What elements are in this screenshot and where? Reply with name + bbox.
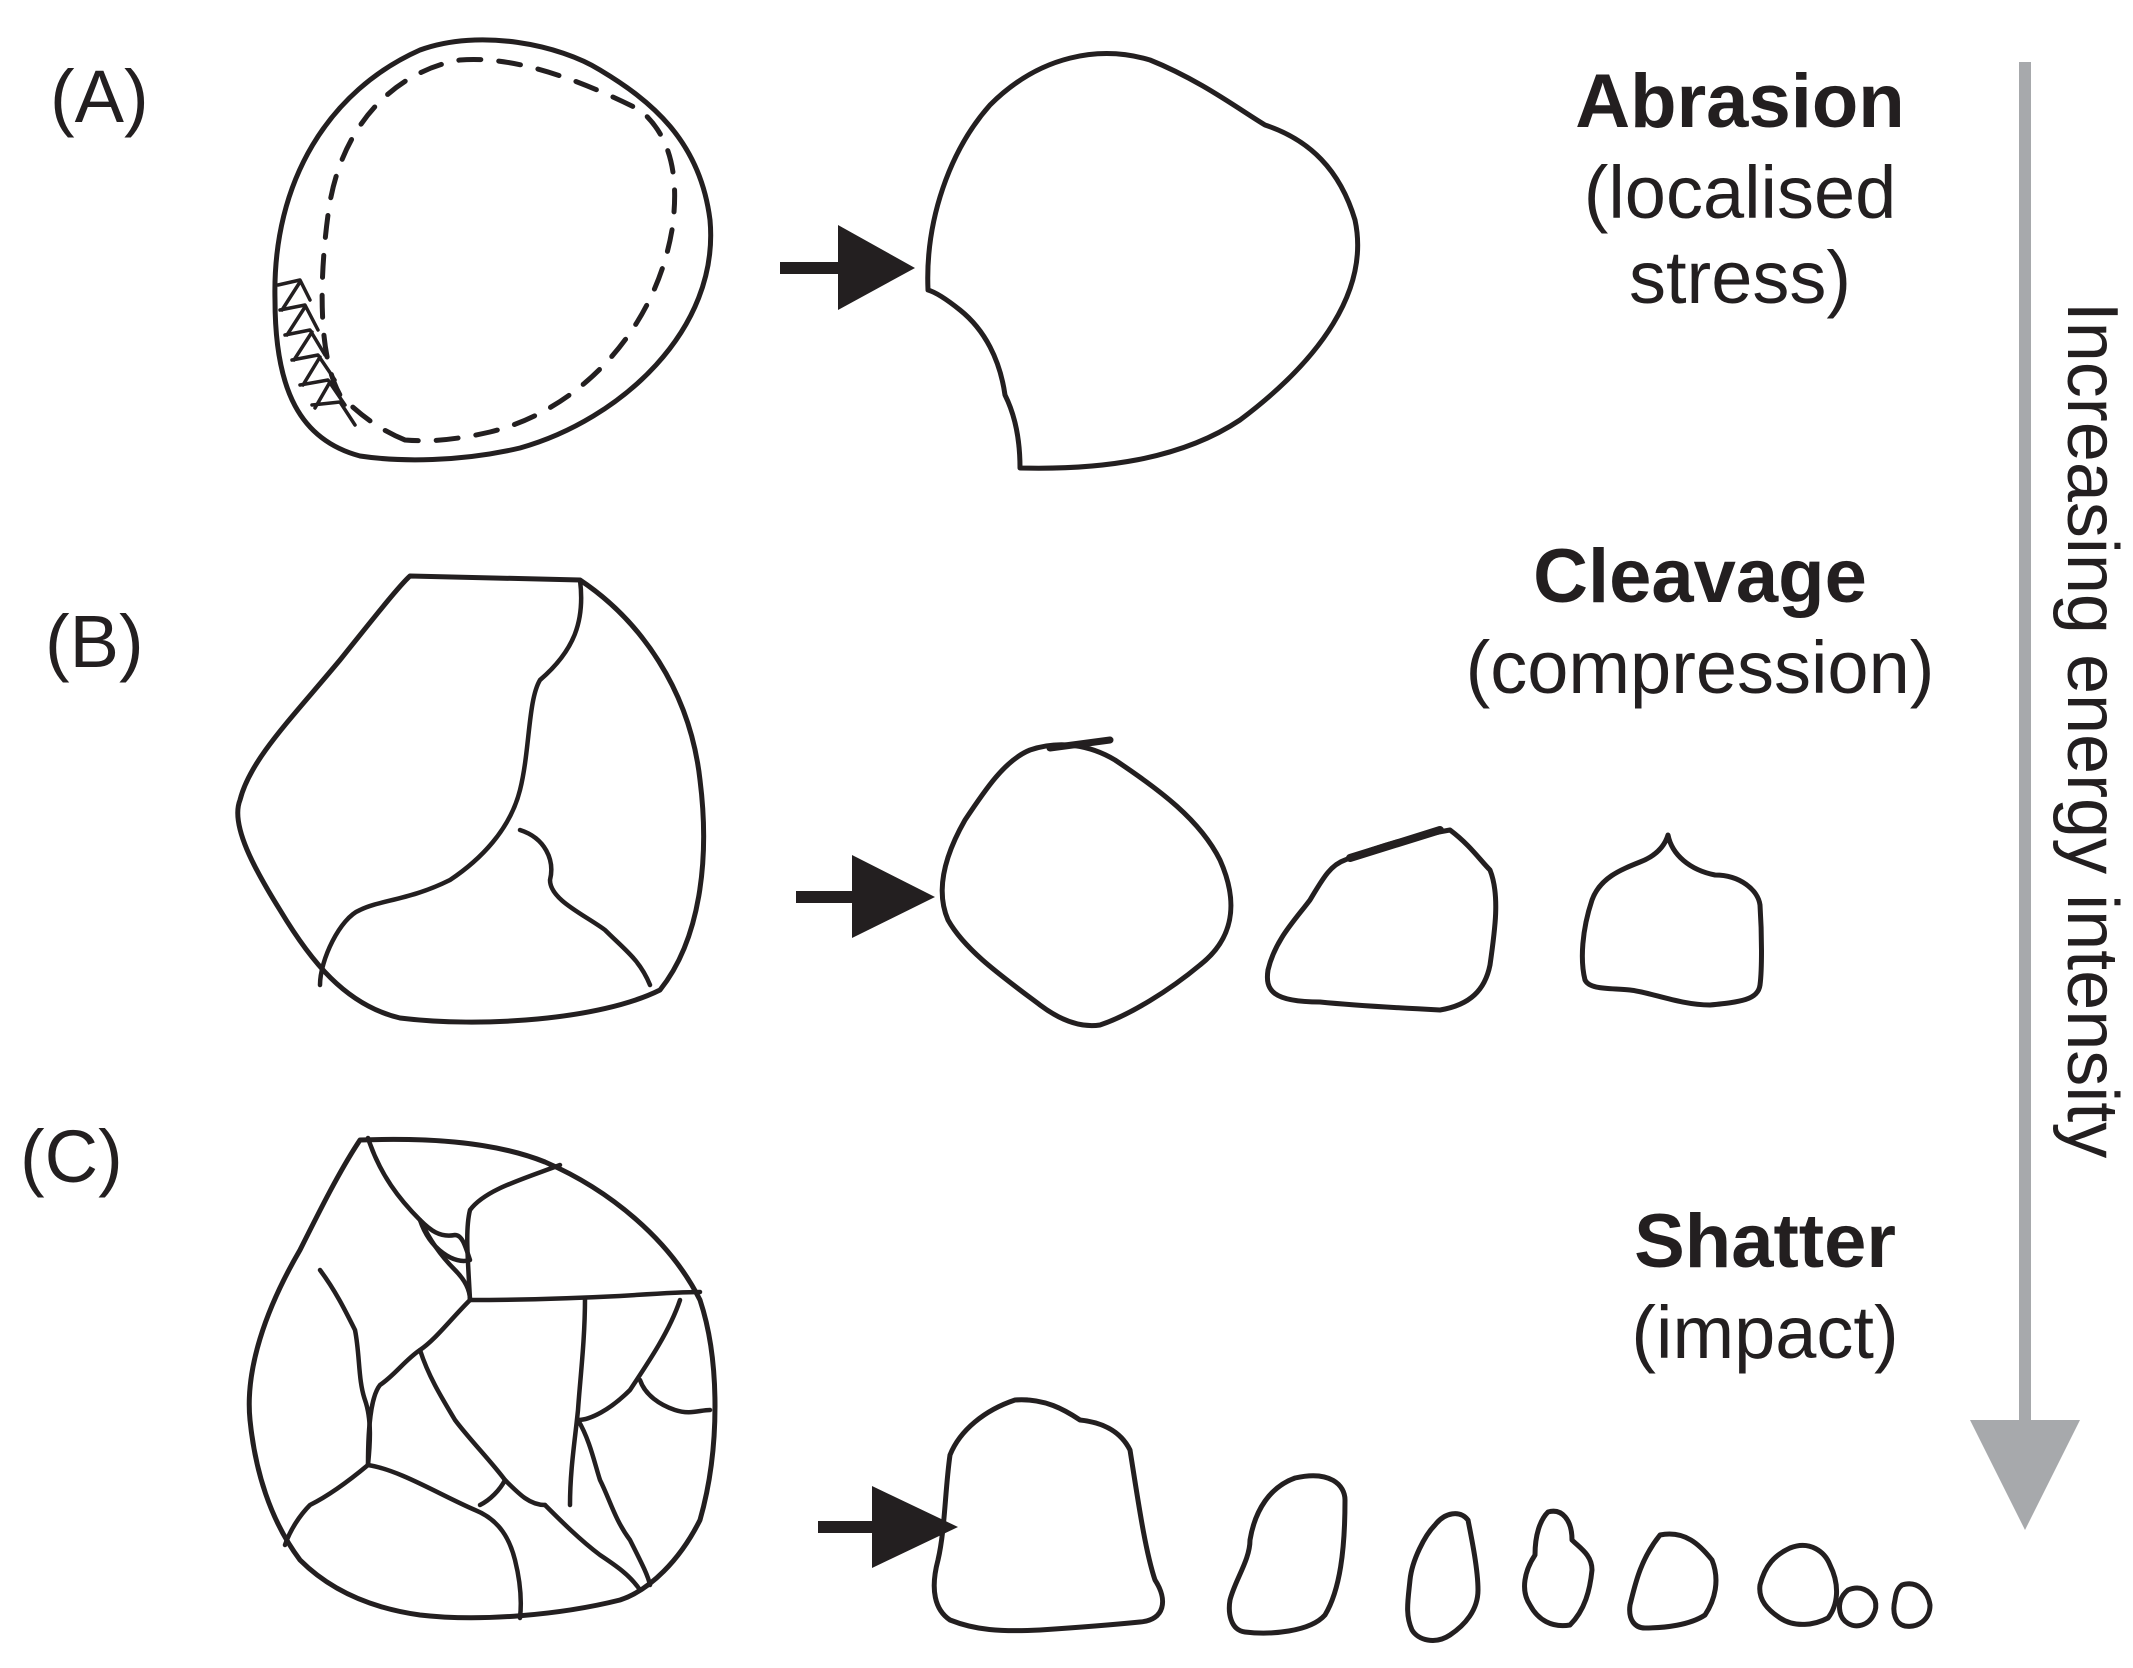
shatter-product-8 <box>1891 1581 1933 1629</box>
mechanism-title-shatter: Shatter <box>1634 1199 1896 1284</box>
row-label-b: (B) <box>45 600 144 683</box>
abrasion-worn-region <box>276 278 357 427</box>
mechanism-title-abrasion: Abrasion <box>1575 59 1905 144</box>
shatter-product-4 <box>1522 1508 1595 1629</box>
row-label-c: (C) <box>20 1115 123 1198</box>
abrasion-product-particle <box>925 51 1361 471</box>
energy-intensity-label: Increasing energy intensity <box>2052 301 2132 1159</box>
shatter-original-particle <box>246 1135 718 1621</box>
abrasion-original-particle <box>272 37 714 463</box>
mechanism-label-abrasion: Abrasion (localised stress) <box>1505 60 1975 320</box>
mechanism-desc-shatter: (impact) <box>1631 1290 1899 1374</box>
cleavage-original-particle <box>235 573 707 1025</box>
shatter-product-1 <box>931 1397 1165 1634</box>
shatter-product-5 <box>1627 1531 1719 1631</box>
shatter-product-2 <box>1226 1473 1348 1636</box>
abrasion-arrow <box>780 225 915 310</box>
shatter-product-6 <box>1757 1542 1839 1627</box>
cleavage-crack-1 <box>317 577 584 988</box>
row-label-a: (A) <box>50 55 149 138</box>
mechanism-desc-cleavage: (compression) <box>1465 625 1935 709</box>
cleavage-arrow <box>796 855 935 938</box>
mechanism-label-shatter: Shatter (impact) <box>1565 1200 1965 1375</box>
cleavage-product-2 <box>1264 826 1499 1013</box>
mechanism-label-cleavage: Cleavage (compression) <box>1420 535 1980 710</box>
shatter-product-3 <box>1405 1511 1481 1643</box>
energy-intensity-arrow <box>1970 62 2080 1530</box>
cleavage-product-1 <box>939 736 1234 1029</box>
abrasion-dashed-boundary <box>319 56 678 444</box>
mechanism-desc-abrasion: (localised stress) <box>1583 150 1897 319</box>
cleavage-product-3 <box>1579 832 1764 1008</box>
shatter-cracks <box>282 1135 713 1621</box>
shatter-arrow <box>818 1486 958 1568</box>
cleavage-crack-2 <box>517 827 653 988</box>
shatter-product-7 <box>1837 1585 1879 1629</box>
mechanism-title-cleavage: Cleavage <box>1533 534 1867 619</box>
